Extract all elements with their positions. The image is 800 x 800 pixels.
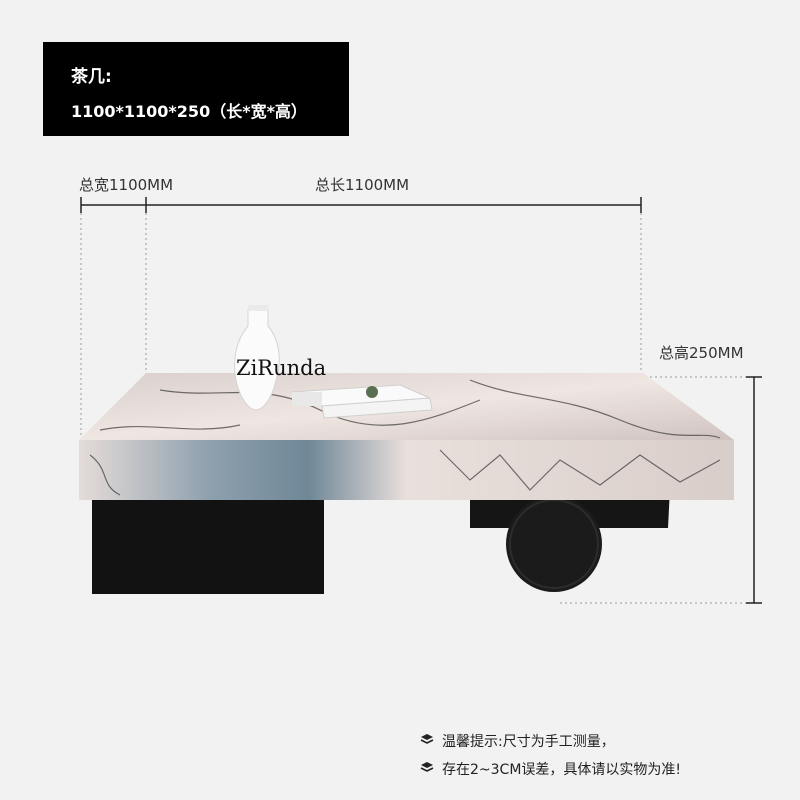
- brand-watermark: ZiRunda: [236, 356, 327, 380]
- base-block-left: [92, 496, 324, 594]
- book-spine: [292, 392, 322, 406]
- table-top-edge: [79, 440, 734, 500]
- note-line-1: 温馨提示:尺寸为手工测量，: [420, 731, 615, 751]
- product-label: 茶几:: [71, 67, 112, 87]
- note-text-2: 存在2~3CM误差，具体请以实物为准!: [442, 762, 682, 778]
- product-size: 1100*1100*250（长*宽*高）: [71, 102, 307, 121]
- layers-icon: [420, 733, 436, 751]
- book-bottom: [321, 397, 433, 419]
- note-text-1: 温馨提示:尺寸为手工测量，: [442, 734, 615, 750]
- book-cover-emblem: [366, 386, 378, 398]
- vase: [234, 309, 280, 411]
- marble-veins: [89, 379, 721, 496]
- guide-lines: [80, 213, 746, 604]
- width-label: 总宽1100MM: [79, 176, 174, 194]
- length-label: 总长1100MM: [315, 176, 410, 194]
- layers-icon: [420, 761, 436, 779]
- vase-neck: [248, 305, 268, 311]
- base-drum: [506, 496, 602, 592]
- height-label: 总高250MM: [659, 344, 744, 362]
- note-line-2: 存在2~3CM误差，具体请以实物为准!: [420, 759, 681, 779]
- spec-banner: 茶几: 1100*1100*250（长*宽*高）: [43, 42, 349, 136]
- dimension-lines: [80, 197, 762, 604]
